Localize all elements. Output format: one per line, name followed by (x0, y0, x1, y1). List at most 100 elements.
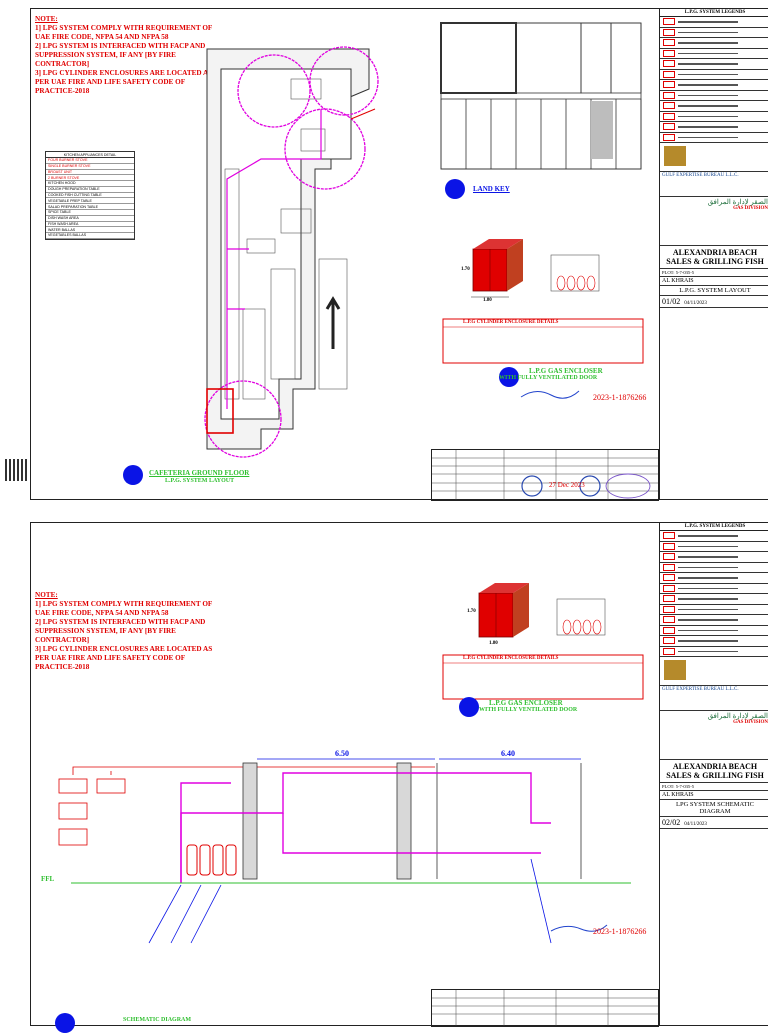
legend-symbol-icon (663, 637, 675, 645)
title-block-2: L.P.G. SYSTEM LEGENDS GULF EXPERTISE BUR… (659, 523, 768, 1025)
legend-row (660, 636, 768, 647)
enclosure-marker-2 (459, 697, 479, 717)
legend-symbol-icon (663, 595, 675, 603)
legend-description-line (678, 629, 738, 631)
reference-number-1: 2023-1-1876266 (593, 393, 647, 402)
contractor-block-2: الصقر لإدارة المرافق GAS DIVISION (660, 711, 768, 760)
dim-a: 6.50 (335, 749, 349, 758)
enclosure-title-1: L.P.G GAS ENCLOSER (529, 367, 603, 375)
kitchen-item-label: FISH WASH AREA (48, 221, 79, 226)
legend-row (660, 647, 768, 657)
legend-symbol-icon (663, 584, 675, 592)
legend-row (660, 133, 768, 143)
enclosure-marker-1 (499, 367, 519, 387)
kitchen-item-row: 2 BURNER STOVE (46, 175, 134, 182)
kitchen-item-row: VEGETABLES BALLAS (46, 233, 134, 239)
legend-row (660, 563, 768, 573)
legend-description-line (678, 115, 738, 117)
kitchen-item-label: DOUGH PREPARATION TABLE (48, 187, 100, 192)
legend-description-line (678, 84, 738, 86)
legend-description-line (678, 52, 738, 54)
note-line-2-2: 2] LPG SYSTEM IS INTERFACED WITH FACP AN… (35, 618, 206, 644)
legend-row (660, 122, 768, 133)
legend-row (660, 605, 768, 615)
drawing-title-2a: LPG SYSTEM SCHEMATIC (675, 801, 754, 808)
legend-symbol-icon (663, 553, 675, 561)
note-title-2: NOTE: (35, 591, 58, 599)
legend-symbol-icon (663, 133, 675, 141)
legend-symbol-icon (663, 49, 675, 57)
consultant-name-2: GULF EXPERTISE BUREAU L.L.C. (660, 686, 768, 711)
legend-title-2: L.P.G. SYSTEM LEGENDS (660, 523, 768, 531)
legend-description-line (678, 577, 738, 579)
kitchen-item-label: DISH WASH AREA (48, 216, 79, 221)
kitchen-item-row: DOUGH PREPARATION TABLE (46, 187, 134, 193)
kitchen-item-label: SINGLE BURNER STOVE (48, 164, 91, 169)
drawing-date-2: 04/11/2023 (684, 822, 707, 827)
legend-row (660, 91, 768, 101)
drawing-no-row-2: 02/02 04/11/2023 (660, 817, 768, 829)
legend-description-line (678, 545, 738, 547)
legend-row (660, 584, 768, 594)
kitchen-item-label: FOUR BURNER STOVE (48, 158, 88, 163)
legend-row (660, 573, 768, 584)
legend-symbol-icon (663, 616, 675, 624)
building-walls (206, 48, 370, 450)
plan-caption-marker (123, 465, 143, 485)
kitchen-item-label: VEGETABLES BALLAS (48, 233, 87, 238)
legend-description-line (678, 126, 738, 128)
drawing-no-2: 02/02 (662, 818, 681, 827)
gas-detector-coverage (204, 46, 379, 458)
legend-description-line (678, 556, 738, 558)
schematic-walls (242, 762, 582, 880)
kitchen-item-row: VEGETABLE PREP TABLE (46, 198, 134, 205)
sector-2: AL KHRAIS (662, 792, 694, 798)
legend-symbol-icon (663, 605, 675, 613)
note-line-2-3: 3] LPG CYLINDER ENCLOSURES ARE LOCATED A… (35, 645, 213, 671)
dim-width-2: 1.80 (489, 641, 498, 646)
legend-row (660, 17, 768, 28)
detail-title-2: L.P.G CYLINDER ENCLOSURE DETAILS (463, 656, 559, 661)
key-plan-label: LAND KEY (473, 185, 510, 193)
sector-row-1: AL KHRAIS (660, 277, 768, 286)
consultant-logo-1 (660, 143, 768, 172)
legend-row (660, 552, 768, 563)
kitchen-item-row: KITCHEN HOOD (46, 181, 134, 187)
legend-description-line (678, 31, 738, 33)
kitchen-appliance-table: KITCHEN APPLIANCES DETAIL FOUR BURNER ST… (45, 151, 135, 240)
legend-row (660, 80, 768, 91)
legend-row (660, 112, 768, 122)
stamp-date-1: 27 Dec 2023 (549, 481, 585, 489)
note-line-3: 3] LPG CYLINDER ENCLOSURES ARE LOCATED A… (35, 69, 213, 95)
enclosure-elevation-2 (556, 598, 606, 636)
contractor-division-1: GAS DIVISION (733, 206, 768, 211)
plot-row-1: PLOT: 5-7-035-5 (660, 269, 768, 277)
kitchen-item-row: DISH WASH AREA (46, 216, 134, 222)
legend-symbol-icon (663, 123, 675, 131)
dim-b: 6.40 (501, 749, 515, 758)
gas-supply-pipes (180, 772, 551, 883)
project-name-line-1b: SALES & GRILLING FISH (666, 257, 764, 266)
project-name-line-2b: SALES & GRILLING FISH (666, 771, 764, 780)
legend-description-line (678, 42, 738, 44)
leader-lines (148, 858, 552, 944)
lpg-cylinders (186, 844, 237, 876)
legend-rows-2 (660, 531, 768, 657)
legend-description-line (678, 650, 738, 652)
gas-pipe-route (226, 109, 322, 409)
kitchen-item-label: WATER BALLAS (48, 227, 76, 232)
legend-row (660, 542, 768, 552)
legend-description-line (678, 566, 738, 568)
legend-description-line (678, 94, 738, 96)
legend-row (660, 626, 768, 636)
legend-description-line (678, 73, 738, 75)
approval-table-1 (431, 449, 659, 501)
kitchen-item-label: COOKED FISH CUTTING TABLE (48, 192, 102, 197)
enclosure-3d-sketch (471, 239, 523, 298)
floor-plan-drawing (204, 22, 644, 458)
legend-row (660, 28, 768, 38)
